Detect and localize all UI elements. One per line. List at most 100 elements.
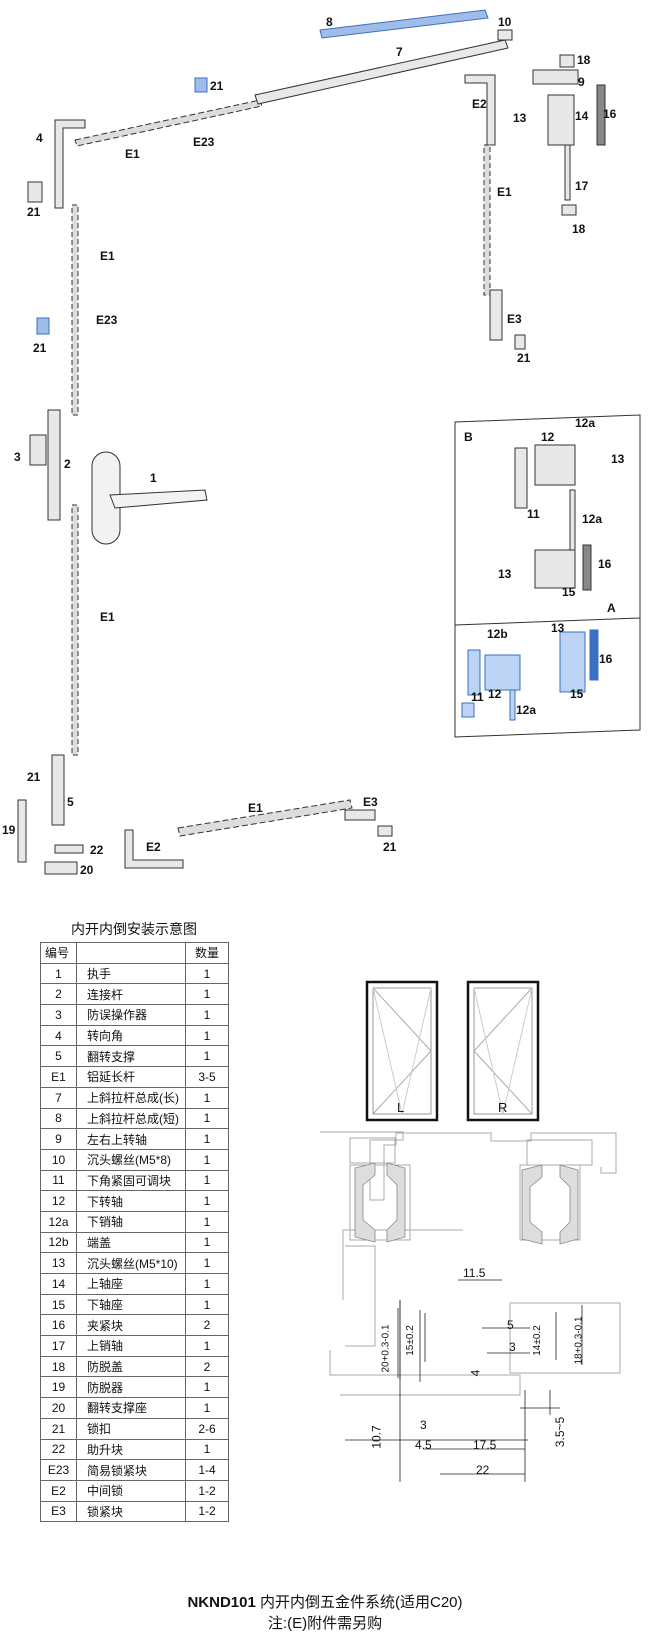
callout-10: 10	[498, 15, 512, 29]
part-number: 10	[40, 1148, 77, 1171]
callout-21: 21	[210, 79, 224, 93]
dim-5: 5	[507, 1318, 514, 1332]
part-name: 下销轴	[76, 1210, 186, 1233]
callout-12: 12	[488, 687, 502, 701]
callout-12: 12	[541, 430, 555, 444]
part-number: 21	[40, 1417, 77, 1440]
part-name: 中间锁	[76, 1479, 186, 1502]
part-quantity: 1	[185, 1107, 229, 1130]
part-name: 上轴座	[76, 1273, 186, 1295]
part-number: 4	[40, 1024, 77, 1047]
part-quantity: 1	[185, 1045, 229, 1068]
callout-22: 22	[90, 843, 104, 857]
part-number: E2	[40, 1479, 77, 1502]
callout-9: 9	[578, 75, 585, 89]
part-quantity: 1	[185, 983, 229, 1006]
footer-note: 注:(E)附件需另购	[267, 1615, 383, 1632]
callout-13: 13	[611, 452, 625, 466]
part-quantity: 1	[185, 1252, 229, 1274]
callout-12b: 12b	[487, 627, 508, 641]
part-quantity: 2-6	[185, 1417, 229, 1440]
callout-3: 3	[14, 450, 21, 464]
part-number: 1	[40, 962, 77, 985]
part-quantity: 2	[185, 1314, 229, 1337]
part-quantity: 1	[185, 1190, 229, 1212]
dim-14: 14±0.2	[531, 1325, 543, 1356]
callout-17: 17	[575, 179, 589, 193]
part-number: E1	[40, 1066, 77, 1088]
part-number: 22	[40, 1438, 77, 1461]
part-name: 上斜拉杆总成(短)	[76, 1107, 186, 1130]
dim-3: 3	[509, 1340, 516, 1354]
callout-12a: 12a	[516, 703, 537, 717]
dim-17-5: 17.5	[473, 1438, 497, 1452]
model-number: NKND101	[187, 1594, 256, 1611]
part-quantity: 1	[185, 1397, 229, 1419]
part-quantity: 1	[185, 1004, 229, 1026]
part-number: 12	[40, 1190, 77, 1212]
part-name: 沉头螺丝(M5*10)	[76, 1252, 186, 1274]
part-number: 13	[40, 1252, 77, 1274]
callout-12a: 12a	[582, 512, 603, 526]
part-name: 铝延长杆	[76, 1066, 186, 1088]
part-quantity: 1	[185, 1169, 229, 1192]
callout-E3: E3	[363, 795, 378, 809]
part-name: 下轴座	[76, 1293, 186, 1316]
part-quantity: 1	[185, 1024, 229, 1047]
callout-E2: E2	[472, 97, 487, 111]
part-name: 锁紧块	[76, 1500, 186, 1523]
dim-18: 18+0.3-0.1	[573, 1316, 585, 1365]
part-number: 19	[40, 1376, 77, 1399]
part-quantity: 1-2	[185, 1479, 229, 1502]
callout-7: 7	[396, 45, 403, 59]
callout-18: 18	[572, 222, 586, 236]
callout-16: 16	[599, 652, 613, 666]
callout-20: 20	[80, 863, 94, 877]
part-quantity: 1-2	[185, 1500, 229, 1523]
callout-18: 18	[577, 53, 591, 67]
part-name: 锁扣	[76, 1417, 186, 1440]
callout-13: 13	[498, 567, 512, 581]
part-name	[76, 942, 186, 964]
part-quantity: 1	[185, 1376, 229, 1399]
callout-19: 19	[2, 823, 16, 837]
part-name: 防误操作器	[76, 1004, 186, 1026]
part-name: 防脱盖	[76, 1355, 186, 1378]
window-right-label: R	[498, 1100, 508, 1115]
part-quantity: 1	[185, 1148, 229, 1171]
part-number: 12a	[40, 1210, 77, 1233]
callout-21: 21	[27, 770, 41, 784]
part-quantity: 1	[185, 1438, 229, 1461]
callout-E1: E1	[497, 185, 512, 199]
callout-14: 14	[575, 109, 589, 123]
part-name: 左右上转轴	[76, 1128, 186, 1150]
part-number: 5	[40, 1045, 77, 1068]
part-name: 连接杆	[76, 983, 186, 1006]
callout-12a: 12a	[575, 416, 596, 430]
part-name: 夹紧块	[76, 1314, 186, 1337]
callout-A: A	[607, 601, 616, 615]
part-quantity: 1	[185, 1293, 229, 1316]
part-quantity: 3-5	[185, 1066, 229, 1088]
part-number: 9	[40, 1128, 77, 1150]
part-number: 17	[40, 1335, 77, 1357]
part-number: 12b	[40, 1231, 77, 1254]
callout-E1: E1	[125, 147, 140, 161]
part-number: 18	[40, 1355, 77, 1378]
part-number: 14	[40, 1273, 77, 1295]
callout-21: 21	[517, 351, 531, 365]
part-quantity: 1	[185, 1210, 229, 1233]
part-quantity: 1-4	[185, 1459, 229, 1481]
